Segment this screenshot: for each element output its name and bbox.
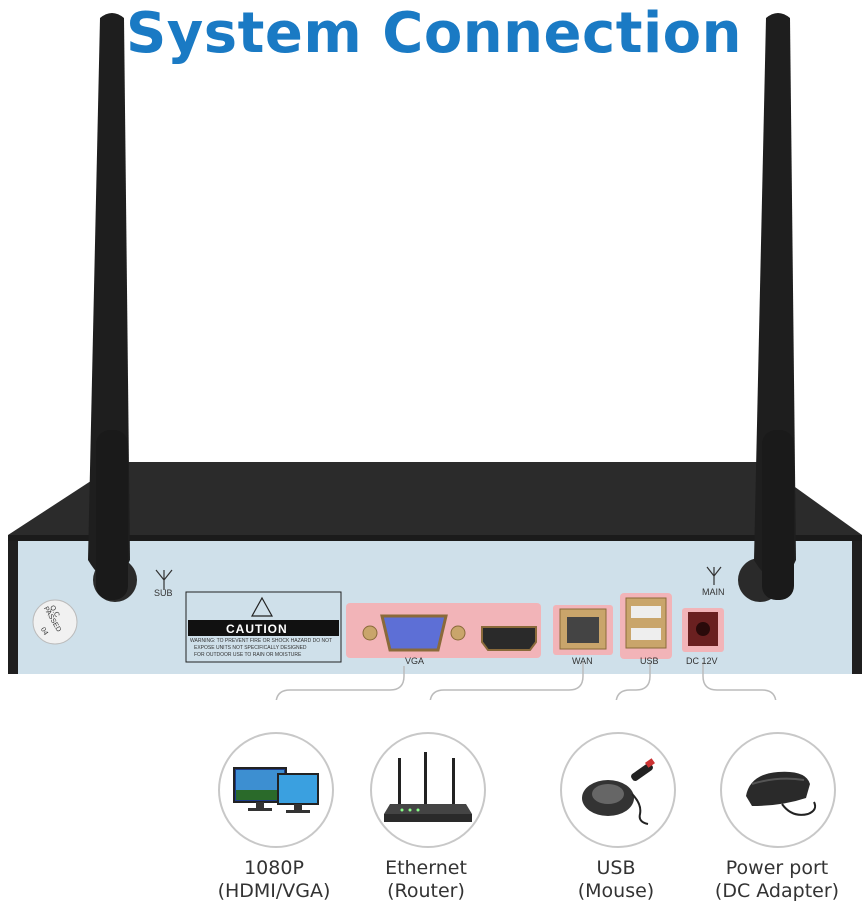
caption-power-line2: (DC Adapter): [714, 880, 840, 902]
caution-line-2: EXPOSE UNITS NOT SPECIFICALLY DESIGNED: [194, 645, 307, 651]
antenna-left-hinge: [96, 430, 128, 600]
dc-socket: [696, 622, 710, 636]
caution-line-3: FOR OUTDOOR USE TO RAIN OR MOISTURE: [194, 652, 302, 658]
caption-usb: USB (Mouse): [540, 857, 692, 903]
router-icon: [384, 752, 472, 822]
page-title: System Connection: [125, 1, 743, 66]
caption-ethernet: Ethernet (Router): [350, 857, 502, 903]
caption-video: 1080P (HDMI/VGA): [198, 857, 350, 903]
vga-port: [380, 614, 448, 652]
port-label-dc: DC 12V: [686, 656, 718, 666]
usb-port: [625, 597, 667, 649]
monitor-icon: [233, 767, 319, 813]
caution-bar: [188, 620, 339, 636]
caption-ethernet-line2: (Router): [387, 880, 465, 902]
caption-ethernet-line1: Ethernet: [385, 857, 467, 879]
caution-label: [185, 591, 342, 663]
port-label-sub: SUB: [154, 588, 173, 598]
warning-icon: [250, 596, 274, 617]
line-usb: [615, 662, 651, 700]
router-circle: [370, 732, 486, 848]
port-label-wan: WAN: [572, 656, 593, 666]
panel-left-edge: [8, 541, 18, 674]
qc-sticker: [32, 599, 78, 645]
caption-usb-line1: USB: [596, 857, 636, 879]
antenna-main-icon: [706, 566, 722, 585]
monitor-circle: [218, 732, 334, 848]
line-video: [275, 666, 405, 700]
caption-video-line2: (HDMI/VGA): [217, 880, 331, 902]
antenna-sub-icon: [155, 569, 173, 590]
caption-power-line1: Power port: [725, 857, 829, 879]
adapter-circle: [720, 732, 836, 848]
wan-socket: [567, 617, 599, 643]
port-label-main: MAIN: [702, 587, 725, 597]
chassis-top: [8, 462, 862, 535]
usb-slot-1: [631, 606, 661, 618]
line-ethernet: [429, 662, 584, 700]
port-label-usb: USB: [640, 656, 659, 666]
caution-line-1: WARNING: TO PREVENT FIRE OR SHOCK HAZARD…: [190, 638, 333, 644]
power-adapter-icon: [746, 771, 817, 816]
hdmi-port: [481, 626, 537, 651]
usb-slot-2: [631, 628, 661, 640]
line-power: [702, 662, 777, 700]
vga-screw-right: [450, 625, 466, 641]
caption-video-line1: 1080P: [244, 857, 304, 879]
mouse-circle: [560, 732, 676, 848]
port-label-vga: VGA: [405, 656, 425, 666]
antenna-right-hinge: [762, 430, 794, 600]
caution-heading: CAUTION: [226, 622, 288, 636]
mouse-icon: [582, 758, 655, 825]
panel-right-edge: [852, 541, 862, 674]
caption-usb-line2: (Mouse): [577, 880, 655, 902]
vga-screw-left: [362, 625, 378, 641]
caption-power: Power port (DC Adapter): [700, 857, 854, 903]
nvr-device: [8, 13, 862, 700]
chassis-lip: [8, 535, 862, 541]
